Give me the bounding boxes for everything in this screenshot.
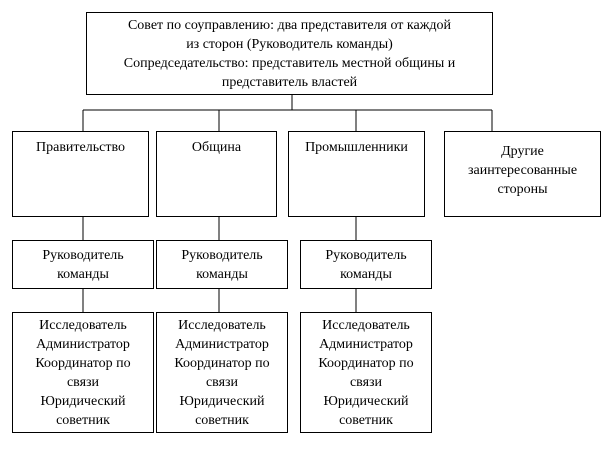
staff-community: Исследователь Администратор Координатор … bbox=[156, 312, 288, 433]
council-line-1: Совет по соуправлению: два представителя… bbox=[127, 17, 452, 33]
team-lead-line-2: команды bbox=[196, 266, 248, 282]
team-lead-community: Руководитель команды bbox=[156, 240, 288, 289]
staff-researcher: Исследователь bbox=[178, 317, 266, 333]
team-lead-government: Руководитель команды bbox=[12, 240, 154, 289]
group-government: Правительство bbox=[12, 131, 149, 217]
staff-researcher: Исследователь bbox=[39, 317, 127, 333]
staff-legal-line-2: советник bbox=[195, 412, 249, 428]
staff-administrator: Администратор bbox=[36, 336, 130, 352]
group-label: Промышленники bbox=[305, 140, 408, 155]
staff-coordinator-line-2: связи bbox=[205, 374, 239, 390]
group-label: Правительство bbox=[36, 140, 125, 155]
group-other-stakeholders: Другие заинтересованные стороны bbox=[444, 131, 601, 217]
staff-coordinator-line-2: связи bbox=[66, 374, 100, 390]
staff-government: Исследователь Администратор Координатор … bbox=[12, 312, 154, 433]
group-label-line-3: стороны bbox=[497, 182, 548, 197]
staff-researcher: Исследователь bbox=[322, 317, 410, 333]
staff-administrator: Администратор bbox=[175, 336, 269, 352]
group-industry: Промышленники bbox=[288, 131, 425, 217]
staff-legal-line-2: советник bbox=[56, 412, 110, 428]
team-lead-line-2: команды bbox=[340, 266, 392, 282]
team-lead-line-1: Руководитель bbox=[42, 247, 124, 263]
team-lead-line-1: Руководитель bbox=[181, 247, 263, 263]
council-line-4: представитель властей bbox=[221, 74, 358, 90]
group-label-line-2: заинтересованные bbox=[467, 163, 578, 178]
group-label-line-1: Другие bbox=[501, 144, 544, 159]
team-lead-line-2: команды bbox=[57, 266, 109, 282]
staff-administrator: Администратор bbox=[319, 336, 413, 352]
staff-legal-line-1: Юридический bbox=[323, 393, 409, 409]
staff-legal-line-1: Юридический bbox=[179, 393, 265, 409]
council-line-3: Сопредседательство: представитель местно… bbox=[123, 55, 456, 71]
team-lead-industry: Руководитель команды bbox=[300, 240, 432, 289]
staff-legal-line-1: Юридический bbox=[40, 393, 126, 409]
team-lead-line-1: Руководитель bbox=[325, 247, 407, 263]
staff-coordinator-line-2: связи bbox=[349, 374, 383, 390]
group-community: Община bbox=[156, 131, 277, 217]
staff-industry: Исследователь Администратор Координатор … bbox=[300, 312, 432, 433]
staff-coordinator-line-1: Координатор по bbox=[35, 355, 131, 371]
staff-legal-line-2: советник bbox=[339, 412, 393, 428]
staff-coordinator-line-1: Координатор по bbox=[174, 355, 270, 371]
staff-coordinator-line-1: Координатор по bbox=[318, 355, 414, 371]
council-line-2: из сторон (Руководитель команды) bbox=[186, 36, 393, 52]
council-box: Совет по соуправлению: два представителя… bbox=[86, 12, 493, 95]
group-label: Община bbox=[191, 140, 242, 155]
